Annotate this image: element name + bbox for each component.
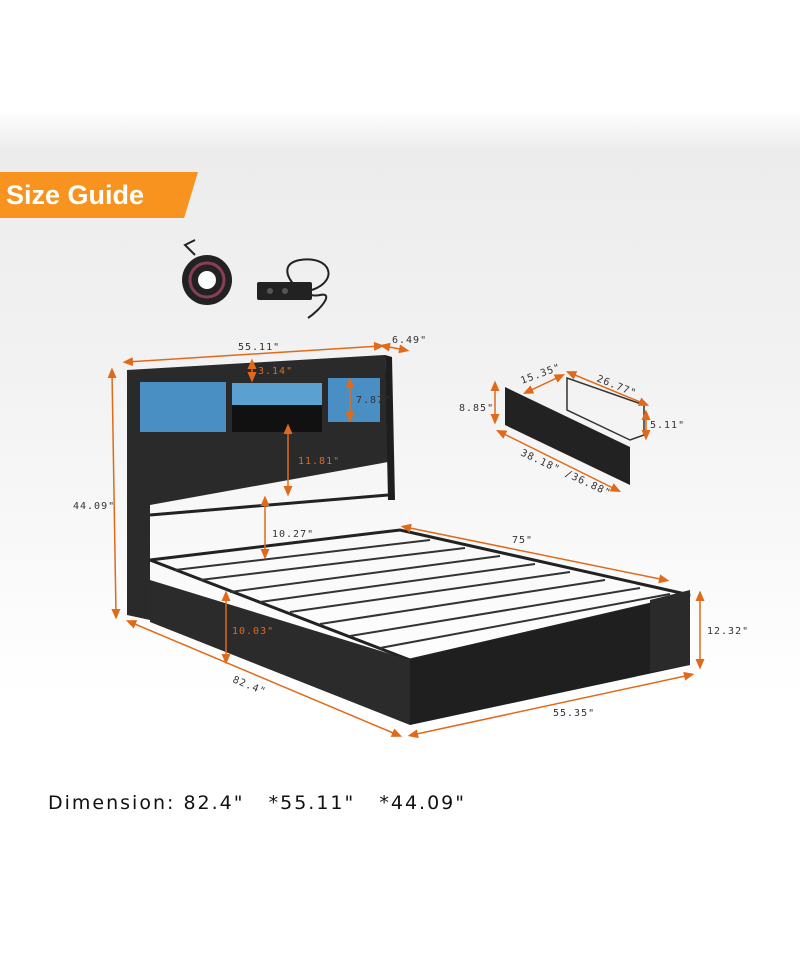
dimension-summary: Dimension: 82.4" *55.11" *44.09" bbox=[48, 792, 466, 814]
label-headboard-depth: 6.49" bbox=[392, 335, 427, 346]
label-cubby-height: 7.87" bbox=[356, 395, 391, 406]
label-storage-height: 10.03" bbox=[232, 626, 274, 637]
dimension-arrows bbox=[107, 341, 705, 739]
label-top-shelf-height: 3.14" bbox=[258, 366, 293, 377]
label-drawer-depth: 15.35" bbox=[519, 362, 562, 387]
label-panel-height: 11.81" bbox=[298, 456, 340, 467]
label-drawer-height: 8.85" bbox=[459, 403, 494, 414]
label-footboard-width: 55.35" bbox=[553, 708, 595, 719]
label-basket-height: 5.11" bbox=[650, 420, 685, 431]
label-footboard-height: 12.32" bbox=[707, 626, 749, 637]
size-guide-badge: Size Guide bbox=[0, 172, 198, 218]
label-width: 55.11" bbox=[238, 342, 280, 353]
label-gap: 10.27" bbox=[272, 529, 314, 540]
dimension-values: 82.4" *55.11" *44.09" bbox=[183, 792, 466, 814]
label-side-rail: 75" bbox=[512, 535, 533, 546]
label-headboard-height: 44.09" bbox=[73, 501, 115, 512]
bed-frame bbox=[149, 528, 691, 725]
power-strip-icon bbox=[257, 258, 330, 319]
led-strip-icon bbox=[182, 239, 232, 305]
headboard bbox=[127, 355, 395, 620]
dimension-label: Dimension: bbox=[48, 792, 176, 814]
